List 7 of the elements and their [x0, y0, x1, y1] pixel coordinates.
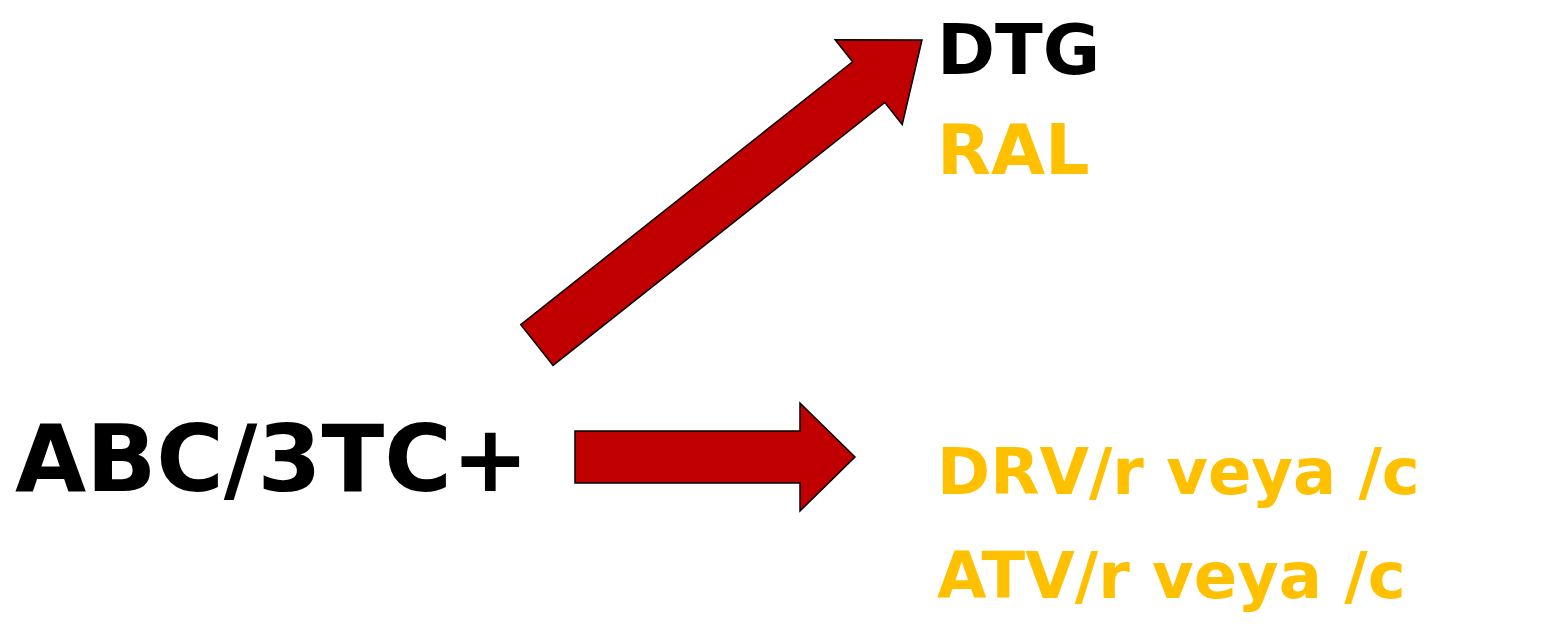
drug-label: RAL	[937, 108, 1090, 193]
block-arrow	[519, 39, 923, 367]
block-arrow	[574, 401, 857, 513]
drug-label: ABC/3TC+	[15, 407, 529, 512]
drug-label: DTG	[937, 8, 1101, 93]
drug-label: ATV/r veya /c	[937, 538, 1406, 615]
drug-label: DRV/r veya /c	[937, 434, 1420, 511]
